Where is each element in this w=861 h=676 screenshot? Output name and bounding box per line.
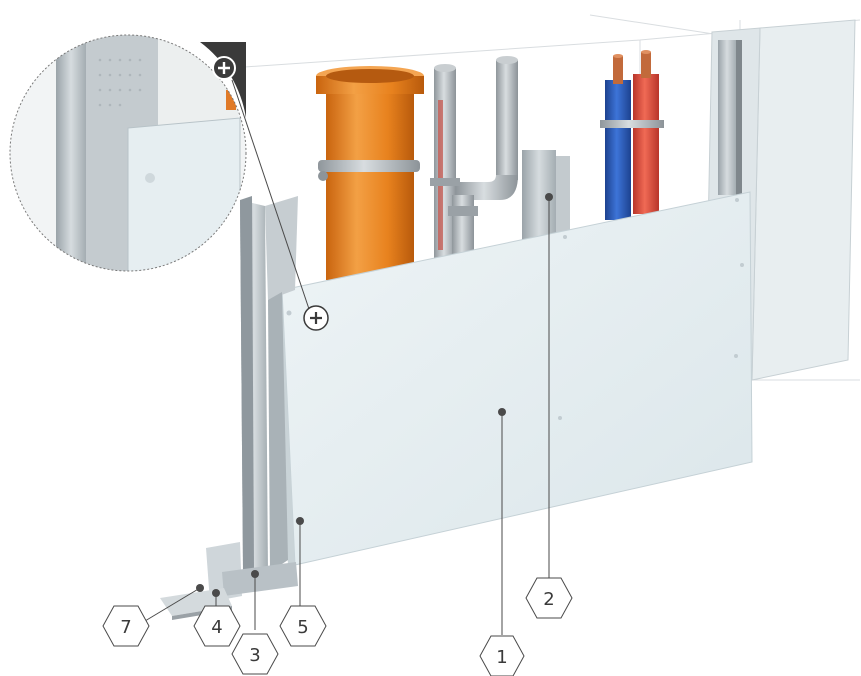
callout-7-label: 7	[120, 617, 131, 638]
board-plus-icon[interactable]	[303, 305, 329, 331]
callout-4[interactable]: 4	[193, 605, 241, 647]
leader-dots	[196, 193, 553, 597]
front-stud	[240, 196, 298, 575]
callout-2[interactable]: 2	[525, 577, 573, 619]
leader-lines	[144, 197, 550, 635]
callout-1-label: 1	[496, 647, 507, 668]
callout-7[interactable]: 7	[102, 605, 150, 647]
zoom-plus-icon[interactable]	[212, 56, 236, 80]
callout-3-label: 3	[249, 645, 260, 666]
upright-stud-rear	[522, 150, 570, 240]
steel-pipe	[430, 56, 518, 258]
drain-pipe	[316, 66, 424, 280]
callout-1[interactable]: 1	[479, 635, 525, 676]
detail-zoom-circle	[9, 34, 247, 272]
callout-5[interactable]: 5	[279, 605, 327, 647]
water-pipes	[600, 50, 664, 220]
zoom-leader-line	[231, 79, 311, 313]
callout-4-label: 4	[211, 617, 222, 638]
callout-2-label: 2	[543, 589, 554, 610]
callout-3[interactable]: 3	[231, 633, 279, 675]
callout-5-label: 5	[297, 617, 308, 638]
